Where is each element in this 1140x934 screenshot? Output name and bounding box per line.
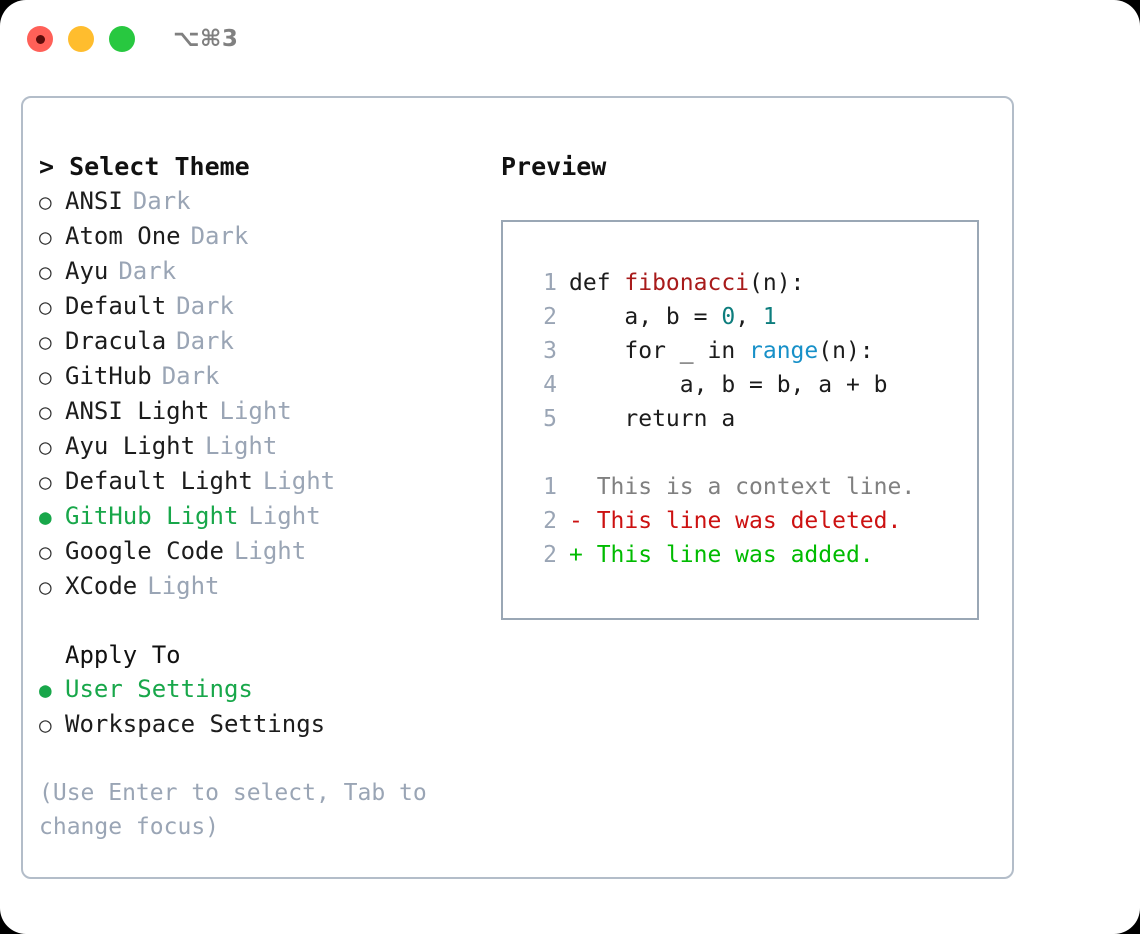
line-number: 1 xyxy=(543,270,557,296)
theme-option-ansi-light[interactable]: ○ ANSI Light Light xyxy=(39,394,479,429)
theme-option-atom-one[interactable]: ○ Atom One Dark xyxy=(39,219,479,254)
theme-option-variant: Dark xyxy=(161,362,220,390)
radio-icon: ○ xyxy=(39,260,52,284)
line-number: 4 xyxy=(543,372,557,398)
select-theme-header: > Select Theme xyxy=(39,152,250,181)
code-line: 2 a, b = 0, 1 xyxy=(525,300,977,334)
theme-option-variant: Light xyxy=(219,397,292,425)
theme-option-variant: Dark xyxy=(132,187,191,215)
radio-icon-selected: ● xyxy=(39,678,52,702)
radio-icon: ○ xyxy=(39,225,52,249)
theme-option-xcode[interactable]: ○ XCode Light xyxy=(39,569,479,604)
theme-option-google-code[interactable]: ○ Google Code Light xyxy=(39,534,479,569)
diff-content: - This line was deleted. xyxy=(569,508,902,534)
theme-selector-column: > Select Theme ○ ANSI Dark ○ Atom One Da… xyxy=(39,150,479,844)
code-line: 1 def fibonacci(n): xyxy=(525,266,977,300)
minimize-button[interactable] xyxy=(68,26,94,52)
theme-option-github-light[interactable]: ● GitHub Light Light xyxy=(39,499,479,534)
radio-icon: ○ xyxy=(39,435,52,459)
diff-line-context: 1 This is a context line. xyxy=(525,470,977,504)
radio-icon: ○ xyxy=(39,365,52,389)
radio-icon: ○ xyxy=(39,190,52,214)
theme-option-ansi[interactable]: ○ ANSI Dark xyxy=(39,184,479,219)
theme-option-label: GitHub xyxy=(65,362,152,390)
number-token: 1 xyxy=(762,304,777,330)
diff-content: This is a context line. xyxy=(596,474,916,500)
code-content: for _ in range(n): xyxy=(624,338,874,364)
theme-option-label: Ayu Light xyxy=(65,432,196,460)
diff-line-added: 2 + This line was added. xyxy=(525,538,977,572)
theme-option-variant: Light xyxy=(262,467,336,495)
line-number: 2 xyxy=(543,542,557,568)
main-panel: > Select Theme ○ ANSI Dark ○ Atom One Da… xyxy=(21,96,1014,879)
code-content: a, b = 0, 1 xyxy=(624,304,777,330)
theme-option-label: Default Light xyxy=(65,467,253,495)
theme-option-default[interactable]: ○ Default Dark xyxy=(39,289,479,324)
diff-content: + This line was added. xyxy=(569,542,874,568)
line-number: 1 xyxy=(543,474,557,500)
radio-icon: ○ xyxy=(39,575,52,599)
apply-to-user-settings[interactable]: ● User Settings xyxy=(39,672,479,707)
radio-icon: ○ xyxy=(39,713,52,737)
code-content: a, b = b, a + b xyxy=(679,372,888,398)
theme-option-label: Google Code xyxy=(65,537,224,565)
apply-to-label: User Settings xyxy=(65,675,253,703)
preview-spacer xyxy=(525,436,977,470)
theme-option-list: ○ ANSI Dark ○ Atom One Dark ○ Ayu Dark xyxy=(39,184,479,604)
theme-option-label: ANSI xyxy=(65,187,123,215)
code-content: return a xyxy=(624,406,736,432)
keyboard-shortcut-label: ⌥⌘3 xyxy=(173,26,239,52)
preview-column: Preview 1 def fibonacci(n): 2 a, b = 0, … xyxy=(501,150,991,620)
theme-option-variant: Dark xyxy=(176,292,234,320)
titlebar: ⌥⌘3 xyxy=(0,0,1140,78)
theme-option-variant: Dark xyxy=(118,257,177,285)
theme-option-dracula[interactable]: ○ Dracula Dark xyxy=(39,324,479,359)
zoom-button[interactable] xyxy=(109,26,135,52)
close-button[interactable] xyxy=(27,26,53,52)
apply-to-workspace-settings[interactable]: ○ Workspace Settings xyxy=(39,707,479,742)
apply-to-label: Workspace Settings xyxy=(65,710,326,738)
line-number: 3 xyxy=(543,338,557,364)
preview-pane: 1 def fibonacci(n): 2 a, b = 0, 1 3 for … xyxy=(501,220,979,620)
theme-option-label: GitHub Light xyxy=(65,502,239,530)
line-number: 2 xyxy=(543,508,557,534)
theme-option-ayu-light[interactable]: ○ Ayu Light Light xyxy=(39,429,479,464)
preview-header: Preview xyxy=(501,152,607,181)
theme-option-variant: Dark xyxy=(176,327,234,355)
code-line: 3 for _ in range(n): xyxy=(525,334,977,368)
theme-option-label: Ayu xyxy=(65,257,109,285)
builtin-token: range xyxy=(749,338,819,364)
apply-to-option-list: ● User Settings ○ Workspace Settings xyxy=(39,672,479,742)
keyboard-hint-text: (Use Enter to select, Tab to change focu… xyxy=(39,780,427,840)
line-number: 5 xyxy=(543,406,557,432)
radio-icon-selected: ● xyxy=(39,505,52,529)
radio-icon: ○ xyxy=(39,330,52,354)
theme-option-variant: Light xyxy=(233,537,307,565)
code-line: 5 return a xyxy=(525,402,977,436)
theme-option-default-light[interactable]: ○ Default Light Light xyxy=(39,464,479,499)
theme-option-variant: Light xyxy=(248,502,321,530)
theme-option-label: Default xyxy=(65,292,167,320)
theme-option-label: XCode xyxy=(65,572,138,600)
theme-option-label: Dracula xyxy=(65,327,167,355)
line-number: 2 xyxy=(543,304,557,330)
theme-option-ayu[interactable]: ○ Ayu Dark xyxy=(39,254,479,289)
code-line: 4 a, b = b, a + b xyxy=(525,368,977,402)
apply-to-header: Apply To xyxy=(65,641,181,669)
number-token: 0 xyxy=(721,304,736,330)
code-content: def fibonacci(n): xyxy=(569,270,805,296)
radio-icon: ○ xyxy=(39,470,52,494)
radio-icon: ○ xyxy=(39,400,52,424)
theme-option-variant: Light xyxy=(205,432,278,460)
theme-option-variant: Dark xyxy=(190,222,249,250)
theme-option-variant: Light xyxy=(147,572,220,600)
theme-option-github[interactable]: ○ GitHub Dark xyxy=(39,359,479,394)
recording-indicator-icon xyxy=(35,34,45,44)
radio-icon: ○ xyxy=(39,540,52,564)
radio-icon: ○ xyxy=(39,295,52,319)
diff-line-deleted: 2 - This line was deleted. xyxy=(525,504,977,538)
function-name-token: fibonacci xyxy=(624,270,750,296)
theme-option-label: Atom One xyxy=(65,222,181,250)
theme-option-label: ANSI Light xyxy=(65,397,210,425)
